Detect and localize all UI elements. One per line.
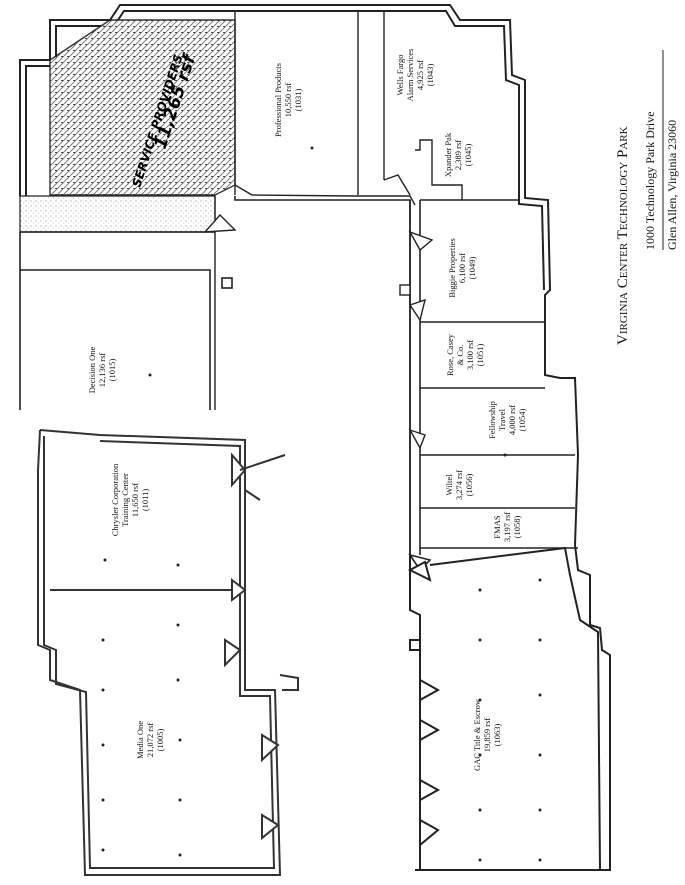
- suite-label-line: 4,000 rsf: [507, 405, 517, 435]
- suite-label-line: Wiltel: [444, 474, 454, 496]
- suite-label-xpander: Xpander Pak2,389 rsf(1045): [443, 132, 473, 177]
- suite-label-line: (1015): [107, 359, 117, 382]
- suite-label-line: 2,389 rsf: [453, 140, 463, 170]
- suite-label-line: 3,274 rsf: [454, 470, 464, 500]
- suite-label-media-one: Media One21,072 rsf(1005): [135, 721, 165, 759]
- title-block: Virginia Center Technology Park 1000 Tec…: [615, 50, 679, 345]
- north-suite-walls: [20, 12, 463, 410]
- suite-labels: Professional Products10,550 rsf(1031) Wel…: [87, 49, 527, 771]
- east-suite-walls: [399, 230, 578, 549]
- suite-label-line: 11,650 rsf: [130, 483, 140, 517]
- suite-label-line: 4,925 rsf: [415, 60, 425, 90]
- suite-service-providers-area: [49, 19, 236, 196]
- suite-label-line: 6,100 rsf: [457, 253, 467, 283]
- suite-label-line: (1045): [463, 144, 473, 167]
- suite-label-wiltel: Wiltel3,274 rsf(1056): [444, 470, 474, 500]
- suite-label-fmas: FMAS3,197 rsf(1058): [492, 512, 522, 542]
- suite-label-line: Professional Products: [273, 63, 283, 137]
- suite-label-line: (1031): [293, 89, 303, 112]
- suite-label-line: (1011): [140, 489, 150, 512]
- central-corridor: [234, 196, 520, 572]
- suite-label-rose-casey: Rose, Casey& Co.3,100 rsf(1051): [445, 333, 485, 376]
- gac-wing-outline: [407, 546, 601, 871]
- suite-label-line: 21,072 rsf: [145, 723, 155, 758]
- suite-label-line: Travel: [497, 408, 507, 431]
- suite-label-line: (1049): [467, 257, 477, 280]
- suite-label-line: (1058): [512, 516, 522, 539]
- suite-label-line: 10,550 rsf: [283, 83, 293, 118]
- suite-label-line: (1043): [425, 64, 435, 87]
- suite-label-line: (1051): [475, 344, 485, 367]
- suite-label-line: FMAS: [492, 515, 502, 538]
- suite-label-biggie: Biggie Properties6,100 rsf(1049): [447, 238, 477, 297]
- suite-label-line: 12,136 rsf: [97, 353, 107, 388]
- park-name: Virginia Center Technology Park: [615, 126, 631, 345]
- suite-label-line: & Co.: [455, 345, 465, 366]
- suite-label-gac: GAC Title & Escrow19,859 rsf(1063): [472, 698, 502, 771]
- suite-label-line: Rose, Casey: [445, 333, 455, 376]
- corridor-strip: [19, 195, 216, 233]
- suite-label-line: Fellowship: [487, 401, 497, 439]
- suite-label-decision-one: Decision One12,136 rsf(1015): [87, 347, 117, 394]
- suite-label-fellowship: FellowshipTravel4,000 rsf(1054): [487, 401, 527, 439]
- suite-label-line: Chrysler Corporation: [110, 463, 120, 536]
- suite-label-line: Decision One: [87, 347, 97, 394]
- suite-label-line: (1054): [517, 409, 527, 432]
- suite-label-line: (1005): [155, 729, 165, 752]
- park-address: 1000 Technology Park Drive: [643, 111, 657, 250]
- suite-label-wells-fargo: Wells FargoAlarm Services4,925 rsf(1043): [395, 49, 435, 102]
- suite-label-line: (1056): [464, 474, 474, 497]
- suite-label-line: Wells Fargo: [395, 55, 405, 96]
- suite-label-line: 3,197 rsf: [502, 512, 512, 542]
- park-city: Glen Allen, Virginia 23060: [665, 120, 679, 250]
- column-dots: [101, 146, 542, 862]
- suite-label-line: (1063): [492, 724, 502, 747]
- suite-label-line: Biggie Properties: [447, 238, 457, 297]
- suite-label-line: Xpander Pak: [443, 132, 453, 177]
- suite-label-line: GAC Title & Escrow: [472, 698, 482, 771]
- suite-label-line: Alarm Services: [405, 49, 415, 102]
- suite-label-chrysler: Chrysler CorporationTraining Center11,65…: [110, 463, 150, 536]
- decision-one-walls: [19, 232, 233, 410]
- suite-label-line: 19,859 rsf: [482, 718, 492, 753]
- west-wing-outline: [37, 429, 299, 876]
- suite-label-line: Training Center: [120, 473, 130, 527]
- suite-label-line: Media One: [135, 721, 145, 759]
- suite-label-line: 3,100 rsf: [465, 340, 475, 370]
- suite-label-professional-products: Professional Products10,550 rsf(1031): [273, 63, 303, 137]
